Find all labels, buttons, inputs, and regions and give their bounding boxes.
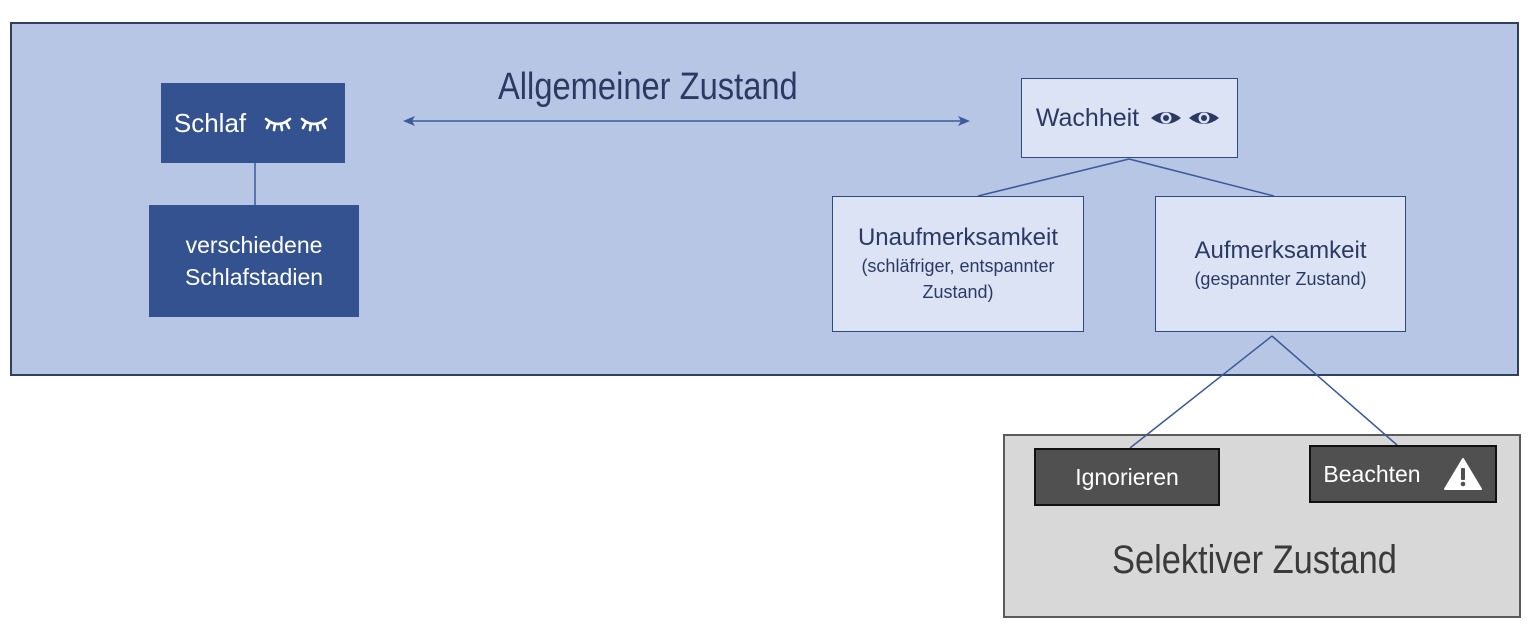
attend-box: Beachten	[1309, 445, 1497, 503]
sleep-box: Schlaf	[161, 83, 345, 163]
wakefulness-box: Wachheit	[1021, 78, 1238, 158]
attend-label: Beachten	[1323, 460, 1421, 487]
closed-eyes-icon	[264, 117, 328, 132]
ignore-label: Ignorieren	[1075, 463, 1179, 490]
attention-desc: (gespannter Zustand)	[1194, 269, 1367, 289]
selective-state-title: Selektiver Zustand	[1112, 538, 1397, 582]
open-eyes-icon	[1151, 112, 1220, 124]
inattention-label: Unaufmerksamkeit	[857, 224, 1059, 251]
attention-box: Aufmerksamkeit (gespannter Zustand)	[1155, 196, 1406, 332]
inattention-desc-line1: (schläfriger, entspannter	[861, 256, 1055, 276]
sleep-stages-line2: Schlafstadien	[184, 264, 324, 290]
general-state-title: Allgemeiner Zustand	[498, 66, 798, 108]
inattention-desc-line2: Zustand)	[922, 282, 994, 302]
sleep-stages-line1: verschiedene	[185, 232, 323, 258]
attention-label: Aufmerksamkeit	[1194, 237, 1367, 264]
inattention-box: Unaufmerksamkeit (schläfriger, entspannt…	[832, 196, 1084, 332]
sleep-label: Schlaf	[173, 107, 247, 138]
wakefulness-label: Wachheit	[1035, 103, 1140, 132]
ignore-box: Ignorieren	[1034, 448, 1220, 506]
sleep-stages-box: verschiedene Schlafstadien	[149, 205, 359, 317]
warning-icon	[1443, 458, 1482, 490]
